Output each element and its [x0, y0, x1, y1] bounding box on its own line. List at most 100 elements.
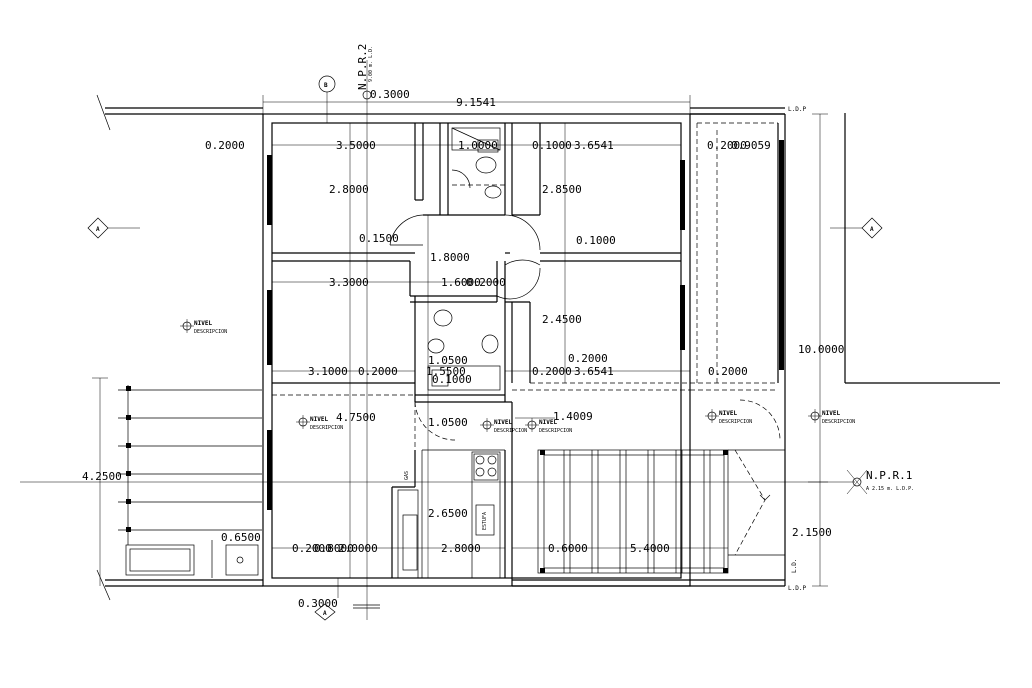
- break-mark: [96, 94, 111, 131]
- burner: [475, 455, 485, 465]
- dim-hall-width: 1.8000: [430, 251, 470, 264]
- label-nivel-sub: DESCRIPCION: [539, 428, 572, 434]
- column: [540, 568, 545, 573]
- dim-bath2-h: 1.5500: [426, 365, 466, 378]
- planter-inner: [129, 548, 191, 572]
- dim-bedroom4-depth: 2.4500: [542, 313, 582, 326]
- dimension-lines: [92, 95, 828, 598]
- post: [126, 415, 131, 420]
- label-nivel: NIVEL: [539, 419, 557, 426]
- label-nivel-sub: DESCRIPCION: [719, 419, 752, 425]
- dim-hall-020: 0.2000: [466, 276, 506, 289]
- label-gas: GAS: [404, 471, 410, 480]
- label-ld-right: L.D.: [791, 559, 798, 573]
- label-axis-a-right: A: [870, 226, 874, 233]
- label-nivel: NIVEL: [719, 410, 737, 417]
- bath-door-swing: [451, 169, 471, 189]
- dim-top-small: 0.3000: [370, 88, 410, 101]
- sink-fixture: [481, 334, 499, 354]
- window: [267, 155, 272, 225]
- door-swing: [389, 214, 424, 246]
- dim-living-width: 3.1000: [308, 365, 348, 378]
- dim-living-depth: 4.7500: [336, 411, 376, 424]
- level-markers: [180, 90, 868, 495]
- break-mark: [96, 569, 111, 601]
- dim-b-080: 0.8000: [314, 542, 354, 555]
- dim-bedroom1-width: 3.5000: [336, 139, 376, 152]
- burner: [475, 467, 485, 477]
- dim-bottom-small: 0.3000: [298, 597, 338, 610]
- kitchen-counter: [471, 451, 501, 579]
- label-nivel-sub: DESCRIPCION: [310, 425, 343, 431]
- post: [126, 386, 131, 391]
- dim-bath-top2: 0.1000: [532, 139, 572, 152]
- dim-overall-depth: 10.0000: [798, 343, 844, 356]
- post: [126, 471, 131, 476]
- burner: [487, 467, 497, 477]
- pergola: [537, 449, 729, 574]
- label-nivel-sub: DESCRIPCION: [494, 428, 527, 434]
- dim-bath2-x: 0.1000: [432, 373, 472, 386]
- label-estufa: ESTUFA: [482, 512, 488, 530]
- dim-side-depth: 4.2500: [82, 470, 122, 483]
- label-nivel-sub: DESCRIPCION: [822, 419, 855, 425]
- dim-bedroom4-right: 0.2000: [708, 365, 748, 378]
- toilet-tank: [477, 139, 499, 153]
- dim-left-margin: 0.2000: [205, 139, 245, 152]
- dim-right-strip2: 0.9059: [731, 139, 771, 152]
- washer: [402, 514, 418, 571]
- label-ldp-bottom: L.D.P: [788, 585, 806, 592]
- dim-bath3-w: 0.2000: [568, 352, 608, 365]
- laundry-counter: [397, 489, 419, 579]
- shower: [451, 127, 501, 151]
- axis-marker-a-left: [87, 217, 140, 239]
- pergola-inner: [543, 454, 725, 569]
- burner: [487, 455, 497, 465]
- dim-door-105: 1.0500: [428, 416, 468, 429]
- dim-bedroom1-depth: 2.8000: [329, 183, 369, 196]
- dim-hall2: 1.4009: [553, 410, 593, 423]
- post: [126, 499, 131, 504]
- dim-bath-top: 1.0000: [458, 139, 498, 152]
- label-nivel: NIVEL: [494, 419, 512, 426]
- column: [723, 450, 728, 455]
- dim-wall-015: 0.1500: [359, 232, 399, 245]
- label-npr1-sub: A 2.15 m. L.D.P.: [866, 486, 914, 492]
- dim-overall-width: 9.1541: [456, 96, 496, 109]
- window: [680, 160, 685, 230]
- window: [267, 290, 272, 365]
- label-nivel: NIVEL: [194, 320, 212, 327]
- dim-wall-010: 0.1000: [576, 234, 616, 247]
- axis-marker-a-bottom: [314, 603, 336, 621]
- door-swing: [504, 214, 541, 251]
- column: [540, 450, 545, 455]
- label-axis-a-bottom: A: [323, 610, 327, 617]
- label-nivel: NIVEL: [822, 410, 840, 417]
- gate-arrow: [759, 494, 771, 501]
- sink-fixture: [427, 338, 445, 354]
- label-axis-a-left: A: [96, 226, 100, 233]
- axis-marker-a-right: [830, 217, 883, 239]
- shower-diagonal: [451, 127, 501, 151]
- pergola-beams: [563, 450, 711, 573]
- dim-hall-160: 1.6000: [441, 276, 481, 289]
- label-npr2: N.P.R.2: [356, 44, 369, 90]
- dim-bedroom3-width: 3.3000: [329, 276, 369, 289]
- dim-right-lower: 2.1500: [792, 526, 832, 539]
- label-nivel-sub: DESCRIPCION: [194, 329, 227, 335]
- toilet: [475, 156, 497, 174]
- dim-carport-060: 0.6000: [548, 542, 588, 555]
- label-ldp-top: L.D.P: [788, 106, 806, 113]
- sink: [475, 504, 495, 536]
- door-swing: [504, 259, 541, 266]
- dim-living-wall: 0.2000: [358, 365, 398, 378]
- post: [126, 527, 131, 532]
- dim-bedroom4-width: 3.6541: [574, 365, 614, 378]
- drain: [236, 556, 244, 564]
- dim-kitchen-depth: 2.6500: [428, 507, 468, 520]
- stove: [473, 453, 499, 481]
- sink-fixture: [484, 185, 502, 199]
- dim-bath2-w: 1.0500: [428, 354, 468, 367]
- window: [680, 285, 685, 350]
- window: [267, 430, 272, 510]
